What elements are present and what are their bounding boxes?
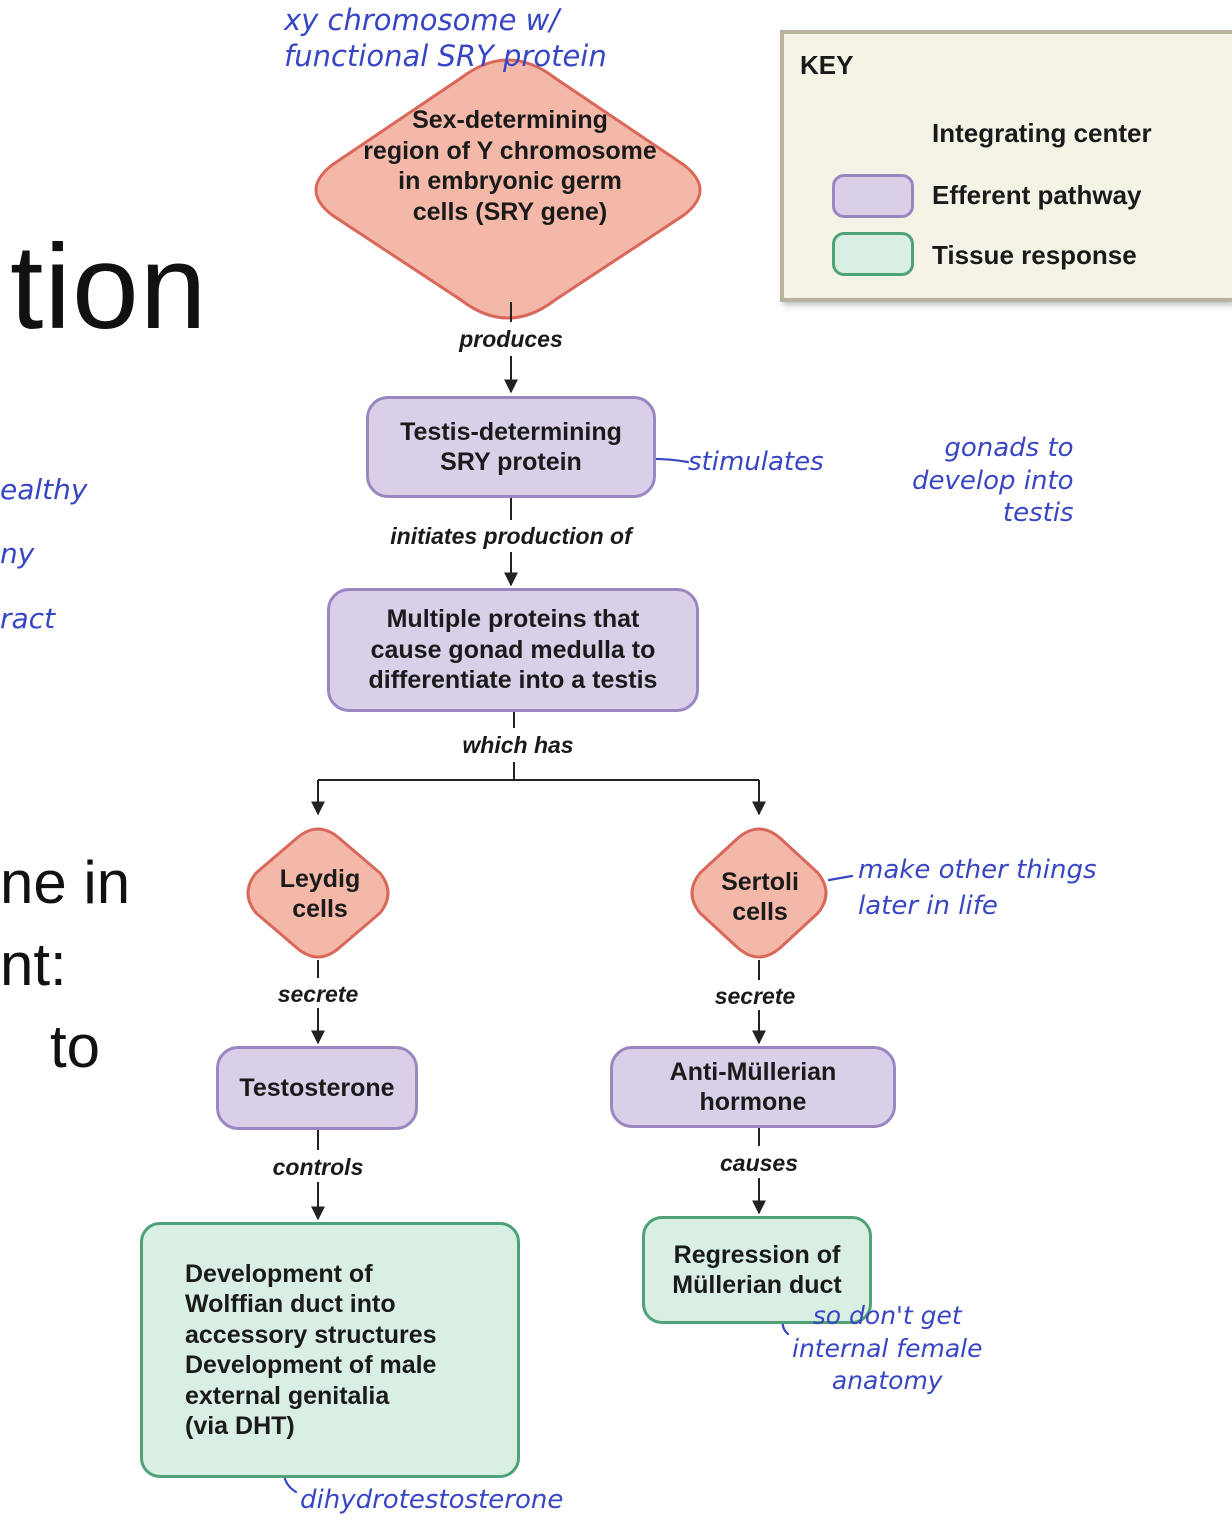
amh-node: Anti-Müllerian hormone (610, 1046, 896, 1128)
edge-label-produces: produces (459, 326, 563, 352)
key-title: KEY (800, 50, 854, 80)
sry-region-diamond (314, 58, 702, 320)
slide-title-fragment: tion (10, 220, 208, 354)
slide-body-fragment: ne in (0, 849, 131, 916)
leydig-diamond (246, 827, 390, 959)
edge-label-secrete-right: secrete (714, 983, 796, 1009)
edge-label-initiates: initiates production of (390, 523, 632, 549)
edge-label-causes: causes (719, 1150, 799, 1176)
key-label-integrating: Integrating center (932, 118, 1152, 148)
multiple-proteins-node: Multiple proteins that cause gonad medul… (327, 588, 699, 712)
sertoli-dash (827, 874, 854, 882)
edge-label-secrete-left: secrete (277, 981, 359, 1007)
handwritten-top-note: xy chromosome w/ functional SRY protein (284, 3, 607, 74)
sry-protein-node: Testis-determining SRY protein (366, 396, 656, 498)
sertoli-diamond (690, 827, 828, 959)
key-label-efferent: Efferent pathway (932, 180, 1142, 210)
key-label-tissue: Tissue response (932, 240, 1137, 270)
handwritten-sertoli-note: make other things later in life (858, 855, 1097, 922)
key-swatch-efferent (832, 174, 914, 218)
handwritten-mullerian-note: so don't get internal female anatomy (792, 1301, 983, 1395)
sertoli-node: Sertoli cells (721, 867, 799, 927)
mullerian-regression-node: Regression of Müllerian duct (642, 1216, 872, 1324)
legend-key: KEY Integrating center Efferent pathway … (780, 30, 1232, 302)
slide-body-fragment: nt: (0, 931, 67, 998)
leydig-node: Leydig cells (279, 864, 361, 924)
edge-label-which-has: which has (462, 732, 574, 758)
testosterone-node: Testosterone (216, 1046, 418, 1130)
sry-region-node: Sex-determining region of Y chromosome i… (363, 106, 657, 226)
handwritten-stimulates: stimulates (688, 447, 824, 477)
handwritten-gonads-note: gonads to develop into testis (912, 433, 1074, 528)
wolffian-development-node: Development of Wolffian duct into access… (140, 1222, 520, 1478)
slide-body-fragment: to (50, 1013, 101, 1080)
handwritten-left-margin: ealthy ny ract (0, 473, 88, 635)
edge-label-controls: controls (272, 1154, 364, 1180)
handwritten-dht-note: dihydrotestosterone (300, 1485, 564, 1515)
key-swatch-tissue (832, 232, 914, 276)
